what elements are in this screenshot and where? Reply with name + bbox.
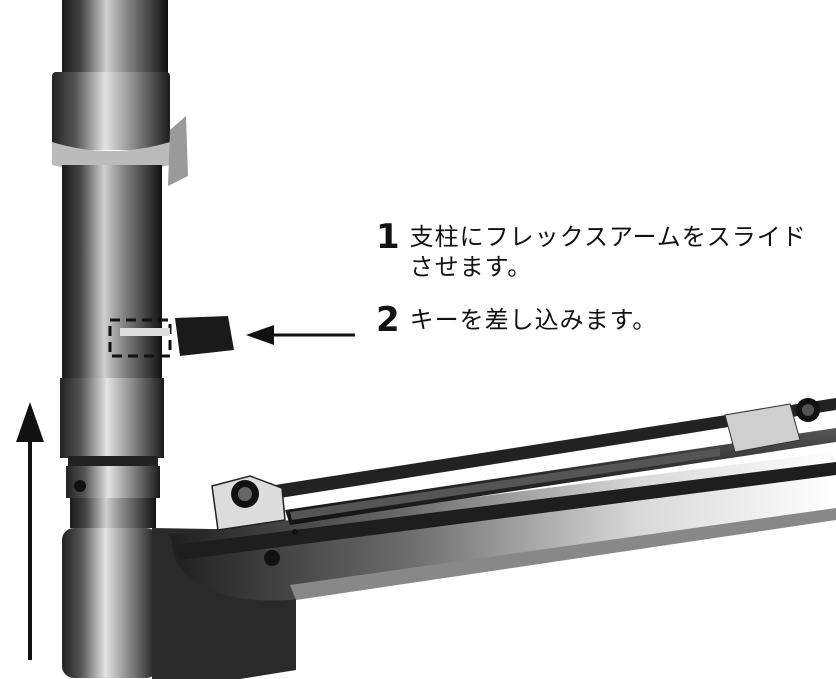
step-1: 1 支柱にフレックスアームをスライドさせます。 — [376, 217, 836, 282]
top-collar — [52, 72, 170, 150]
flex-arm — [152, 398, 836, 679]
step-2-number: 2 — [376, 300, 400, 340]
slide-up-arrow — [16, 402, 44, 660]
arm-end-bracket — [724, 403, 801, 453]
arm-screw — [264, 550, 280, 566]
step-2: 2 キーを差し込みます。 — [376, 300, 658, 340]
step-1-number: 1 — [376, 217, 400, 257]
step-2-text: キーを差し込みます。 — [409, 306, 658, 334]
strap — [168, 116, 188, 186]
pole-screw — [74, 480, 86, 492]
pole-base — [62, 528, 158, 678]
pole — [52, 0, 188, 678]
insert-arrow — [246, 325, 355, 345]
step-1-text: 支柱にフレックスアームをスライドさせます。 — [409, 223, 807, 281]
key — [108, 316, 234, 358]
